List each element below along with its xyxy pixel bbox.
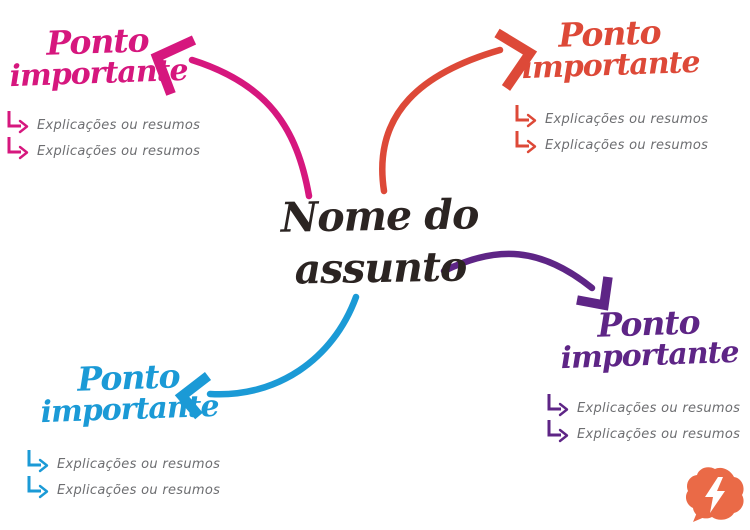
branch-items-bottom-left: Explicações ou resumos Explicações ou re…: [26, 448, 220, 500]
list-item: Explicações ou resumos: [546, 418, 740, 443]
item-label: Explicações ou resumos: [57, 457, 221, 472]
elbow-arrow-icon: [547, 394, 569, 417]
branch-heading-top-left: Ponto importante: [5, 20, 191, 94]
item-label: Explicações ou resumos: [577, 427, 741, 442]
item-label: Explicações ou resumos: [545, 112, 709, 127]
elbow-arrow-icon: [27, 450, 49, 473]
branch-items-top-left: Explicações ou resumos Explicações ou re…: [6, 109, 200, 161]
elbow-arrow-icon: [515, 105, 537, 128]
item-label: Explicações ou resumos: [545, 138, 709, 153]
branch-heading-line2: importante: [560, 334, 740, 376]
list-item: Explicações ou resumos: [26, 474, 220, 499]
elbow-arrow-icon: [515, 131, 537, 154]
list-item: Explicações ou resumos: [6, 135, 200, 160]
elbow-arrow-icon: [7, 137, 29, 160]
elbow-arrow-icon: [27, 476, 49, 499]
central-topic: Nome do assunto: [274, 188, 486, 297]
arrow-top-right: [379, 28, 538, 195]
list-item: Explicações ou resumos: [6, 109, 200, 134]
list-item: Explicações ou resumos: [546, 392, 740, 417]
central-topic-line2: assunto: [294, 242, 467, 294]
item-label: Explicações ou resumos: [37, 144, 201, 159]
item-label: Explicações ou resumos: [577, 401, 741, 416]
elbow-arrow-icon: [7, 111, 29, 134]
branch-heading-top-right: Ponto importante: [515, 12, 705, 86]
item-label: Explicações ou resumos: [57, 483, 221, 498]
list-item: Explicações ou resumos: [514, 103, 708, 128]
branch-heading-bottom-left: Ponto importante: [35, 356, 223, 430]
list-item: Explicações ou resumos: [514, 129, 708, 154]
branch-heading-line2: importante: [40, 388, 220, 430]
branch-heading-right: Ponto importante: [547, 302, 750, 376]
elbow-arrow-icon: [547, 420, 569, 443]
item-label: Explicações ou resumos: [37, 118, 201, 133]
central-topic-line1: Nome do: [280, 190, 479, 242]
branch-items-top-right: Explicações ou resumos Explicações ou re…: [514, 103, 708, 155]
list-item: Explicações ou resumos: [26, 448, 220, 473]
brain-lightning-icon: [685, 467, 744, 522]
branch-items-right: Explicações ou resumos Explicações ou re…: [546, 392, 740, 444]
branch-heading-line2: importante: [9, 52, 189, 94]
branch-heading-line2: importante: [521, 44, 701, 86]
